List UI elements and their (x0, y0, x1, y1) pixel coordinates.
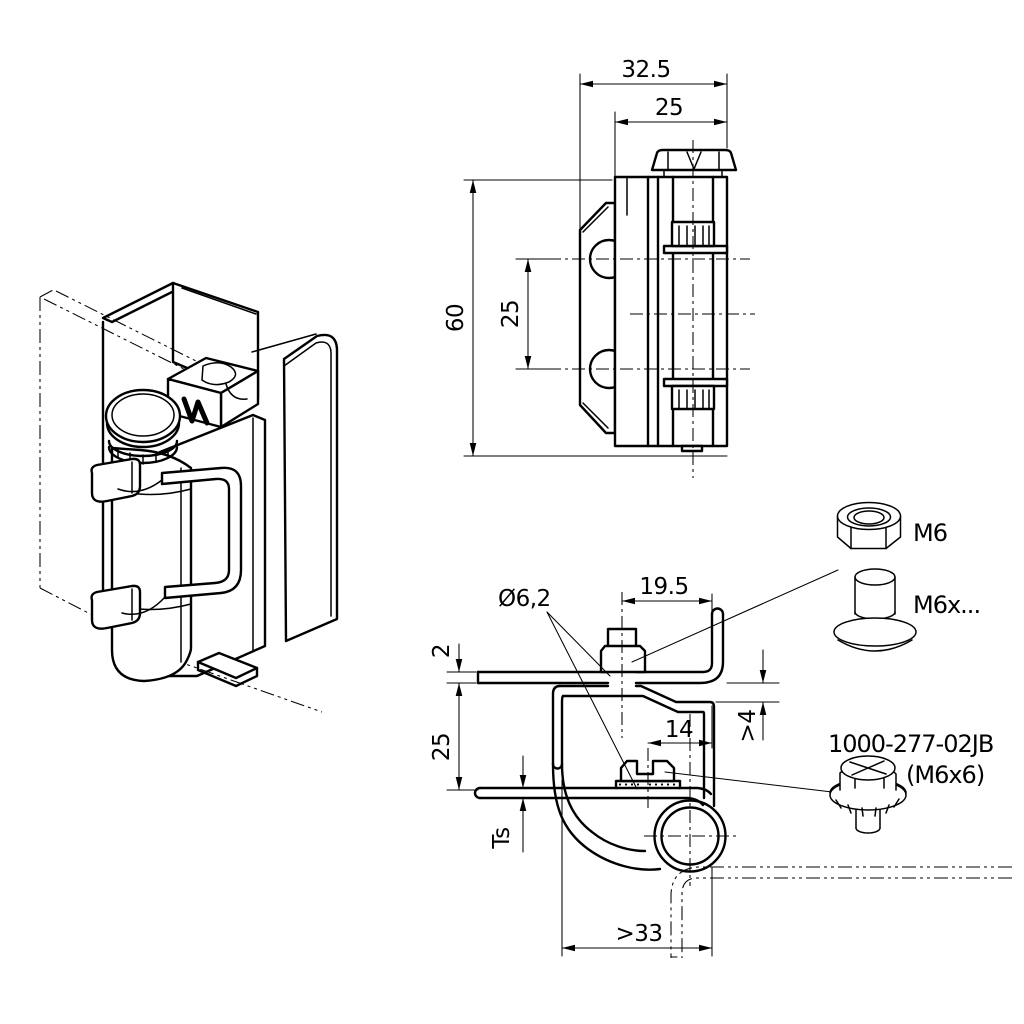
door-panel-section (473, 786, 713, 807)
dim-clearance: >4 (735, 710, 761, 743)
frame-sheet-section (476, 607, 725, 685)
screw-size: (M6x6) (906, 761, 984, 789)
hardware-callouts: M6 M6x... 1000-277-02JB (M6x6) (828, 501, 994, 834)
dim-front-leaf-width: 25 (655, 95, 683, 121)
hinge-pin-head (650, 148, 738, 178)
dim-depth: 25 (429, 733, 455, 761)
hinge-top-bracket (166, 356, 260, 429)
isometric-view (39, 281, 339, 713)
leader-lines (546, 569, 839, 793)
phantom-panel-edge-back (55, 290, 253, 390)
hinge-feet (196, 651, 259, 688)
phantom-door-return (670, 866, 1012, 958)
screw-part-number: 1000-277-02JB (828, 730, 993, 758)
phantom-panel-edge-front (43, 298, 241, 398)
bolt-label: M6x... (913, 591, 980, 619)
front-view: 32.5 25 60 25 (443, 57, 755, 478)
mounting-plate (578, 201, 617, 435)
dim-hole-diameter: Ø6,2 (498, 586, 551, 612)
stud-section (599, 627, 647, 674)
dim-stud-offset: 19.5 (639, 574, 688, 600)
dim-front-hole-spacing: 25 (498, 300, 524, 328)
front-dimensions: 32.5 25 60 25 (443, 57, 728, 457)
pin-bottom-stub (680, 444, 704, 453)
phantom-panel-lines (39, 289, 101, 620)
dim-min-depth: >33 (615, 921, 662, 947)
dim-sheet-thickness: 2 (429, 644, 455, 658)
dim-front-height: 60 (443, 304, 469, 332)
m6x-bolt (833, 568, 917, 652)
spring-clip-mark (181, 396, 210, 426)
nut-label: M6 (913, 519, 947, 547)
hinge-pin-cap (104, 388, 182, 465)
dim-panel-thickness: Ts (489, 827, 515, 849)
dim-nut-offset: 14 (665, 717, 693, 743)
dim-front-overall-width: 32.5 (621, 57, 670, 83)
flange-screw (829, 755, 907, 834)
section-dimensions: Ø6,2 19.5 2 25 14 >4 (429, 574, 780, 957)
hinge-leaf-section (551, 684, 716, 871)
hinge-strap (117, 466, 243, 615)
section-view: Ø6,2 19.5 2 25 14 >4 (429, 569, 1012, 958)
m6-nut (836, 501, 902, 550)
front-centerlines (548, 140, 755, 478)
clamp-tabs (90, 457, 142, 630)
